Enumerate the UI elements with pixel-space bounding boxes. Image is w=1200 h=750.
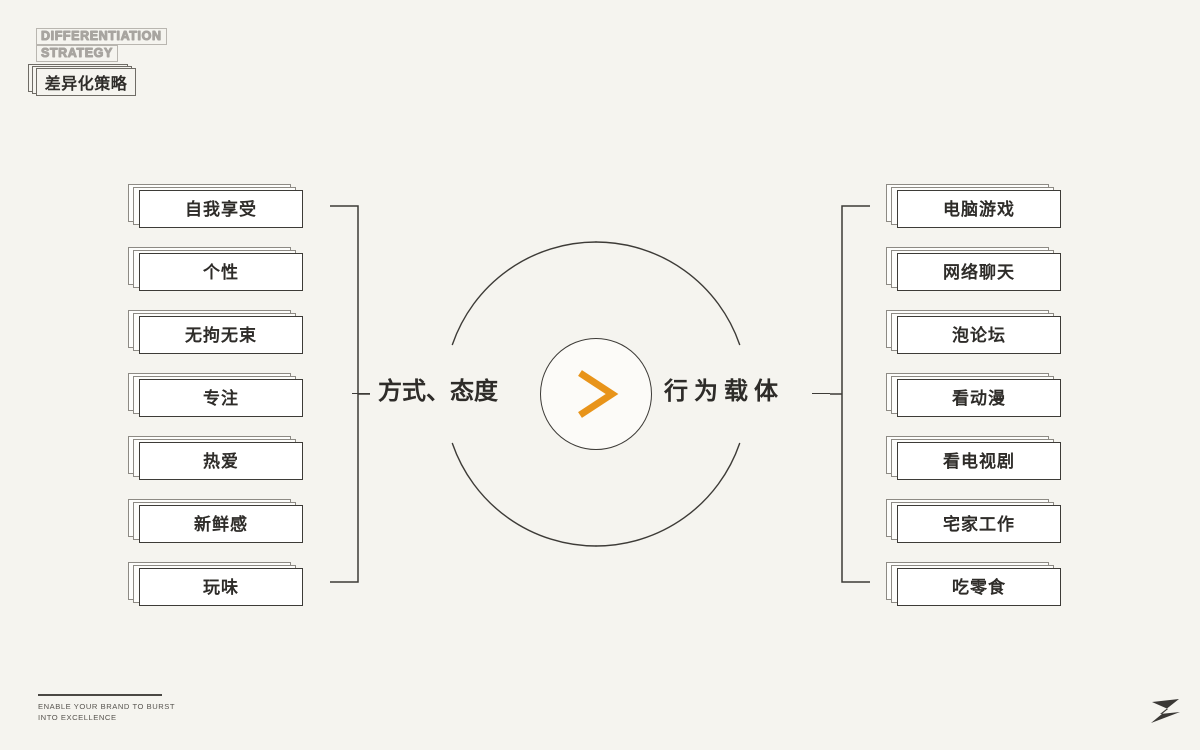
footer-tagline: ENABLE YOUR BRAND TO BURST INTO EXCELLEN… (38, 694, 176, 723)
list-item[interactable]: 玩味 (128, 562, 303, 606)
brand-logo: DIFFERENTIATION STRATEGY 差异化策略 (28, 28, 208, 100)
card-layer-front: 专注 (139, 379, 303, 417)
logo-chinese-stack: 差异化策略 (28, 64, 136, 96)
card-layer-front: 网络聊天 (897, 253, 1061, 291)
list-item[interactable]: 泡论坛 (886, 310, 1061, 354)
center-ring-graphic (440, 238, 752, 550)
card-label: 看电视剧 (943, 451, 1015, 471)
card-layer-front: 泡论坛 (897, 316, 1061, 354)
card-label: 新鲜感 (194, 514, 248, 534)
card-label: 专注 (203, 388, 239, 408)
left-connector-dash (352, 393, 370, 395)
card-layer-front: 热爱 (139, 442, 303, 480)
right-connector-dash (812, 393, 830, 395)
list-item[interactable]: 宅家工作 (886, 499, 1061, 543)
card-layer-front: 看动漫 (897, 379, 1061, 417)
left-group-title: 方式、态度 (378, 378, 498, 405)
right-group-title: 行为载体 (664, 378, 784, 405)
card-label: 网络聊天 (943, 262, 1015, 282)
logo-outline-line2-text: STRATEGY (41, 46, 113, 61)
card-label: 电脑游戏 (943, 199, 1015, 219)
card-label: 宅家工作 (943, 514, 1015, 534)
list-item[interactable]: 专注 (128, 373, 303, 417)
left-bracket-connector (330, 205, 370, 583)
footer-divider (38, 694, 162, 696)
z-logo-mark-icon (1151, 699, 1180, 723)
logo-stack-layer-front: 差异化策略 (36, 68, 136, 96)
card-label: 个性 (203, 262, 239, 282)
logo-outline-line2: STRATEGY (36, 45, 118, 62)
list-item[interactable]: 个性 (128, 247, 303, 291)
list-item[interactable]: 新鲜感 (128, 499, 303, 543)
card-label: 看动漫 (952, 388, 1006, 408)
list-item[interactable]: 网络聊天 (886, 247, 1061, 291)
right-bracket-connector (830, 205, 870, 583)
card-layer-front: 电脑游戏 (897, 190, 1061, 228)
card-label: 玩味 (203, 577, 239, 597)
list-item[interactable]: 热爱 (128, 436, 303, 480)
card-layer-front: 无拘无束 (139, 316, 303, 354)
outer-ring-icon (451, 241, 741, 547)
card-layer-front: 吃零食 (897, 568, 1061, 606)
logo-chinese-text: 差异化策略 (44, 76, 128, 93)
list-item[interactable]: 看电视剧 (886, 436, 1061, 480)
card-label: 泡论坛 (952, 325, 1006, 345)
card-label: 热爱 (203, 451, 239, 471)
card-layer-front: 自我享受 (139, 190, 303, 228)
logo-outline-line1: DIFFERENTIATION (36, 28, 167, 45)
chevron-right-icon (578, 370, 619, 418)
card-layer-front: 看电视剧 (897, 442, 1061, 480)
list-item[interactable]: 无拘无束 (128, 310, 303, 354)
card-layer-front: 个性 (139, 253, 303, 291)
logo-outline-line1-text: DIFFERENTIATION (41, 29, 162, 44)
footer-tagline-line1: ENABLE YOUR BRAND TO BURST (38, 701, 176, 711)
list-item[interactable]: 自我享受 (128, 184, 303, 228)
list-item[interactable]: 吃零食 (886, 562, 1061, 606)
card-layer-front: 玩味 (139, 568, 303, 606)
card-label: 自我享受 (185, 199, 257, 219)
footer-tagline-line2: INTO EXCELLENCE (38, 712, 117, 722)
list-item[interactable]: 电脑游戏 (886, 184, 1061, 228)
center-arrow-badge[interactable] (540, 338, 652, 450)
list-item[interactable]: 看动漫 (886, 373, 1061, 417)
card-layer-front: 新鲜感 (139, 505, 303, 543)
card-label: 吃零食 (952, 577, 1006, 597)
card-label: 无拘无束 (185, 325, 257, 345)
card-layer-front: 宅家工作 (897, 505, 1061, 543)
